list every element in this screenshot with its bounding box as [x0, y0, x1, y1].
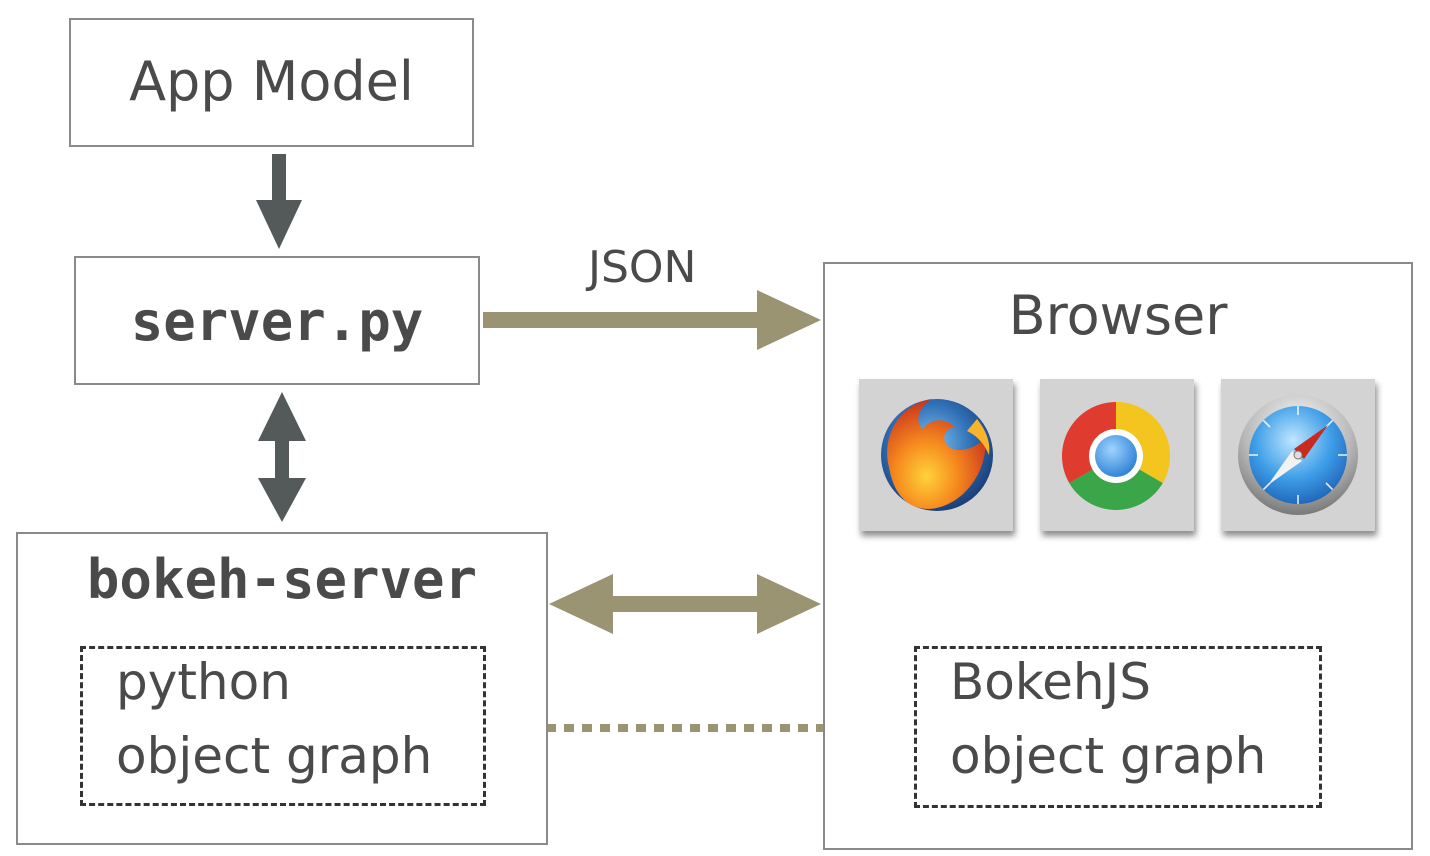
json-arrow [483, 290, 821, 350]
bokeh-server-browser-arrow [549, 574, 821, 634]
python-object-graph-line2: object graph [116, 727, 433, 785]
json-label: JSON [588, 242, 697, 293]
safari-icon [1238, 395, 1358, 515]
server-py-box: server.py [74, 256, 480, 385]
app-model-label: App Model [129, 50, 414, 113]
chrome-icon [1061, 402, 1171, 511]
bokeh-server-label: bokeh-server [86, 548, 478, 611]
server-to-bokeh-server-arrow [258, 392, 306, 522]
server-py-label: server.py [130, 290, 424, 353]
bokehjs-object-graph-line2: object graph [950, 727, 1267, 785]
browser-box: Browser [823, 262, 1413, 850]
python-object-graph-box: python object graph [80, 646, 486, 806]
bokehjs-object-graph-box: BokehJS object graph [914, 646, 1322, 808]
browser-label: Browser [1008, 284, 1228, 347]
safari-tile [1221, 379, 1375, 531]
app-model-to-server-arrow [256, 154, 302, 249]
app-model-box: App Model [69, 18, 474, 147]
bokeh-server-box: bokeh-server [16, 532, 548, 845]
firefox-icon [881, 399, 993, 511]
firefox-tile [859, 379, 1013, 531]
python-object-graph-line1: python [116, 653, 291, 711]
bokehjs-object-graph-line1: BokehJS [950, 653, 1152, 711]
chrome-tile [1040, 379, 1194, 531]
